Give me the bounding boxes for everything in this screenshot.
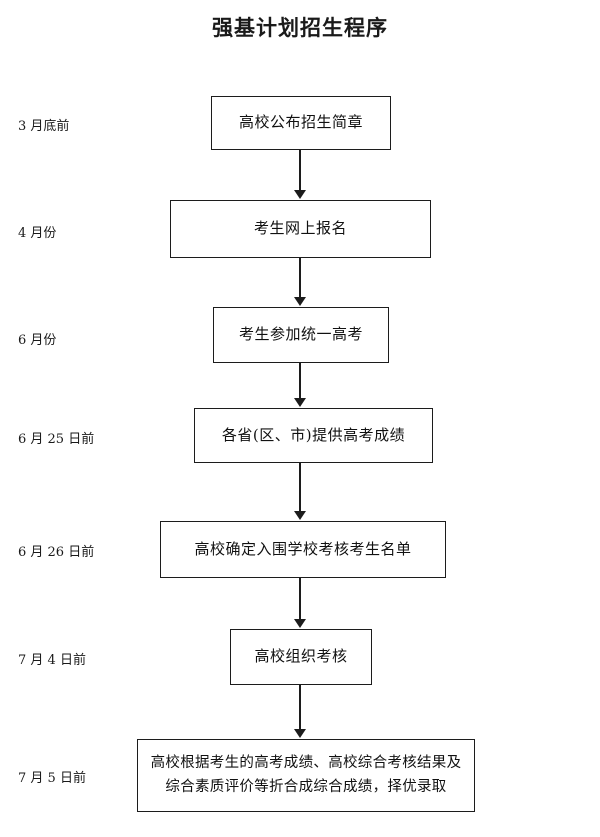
arrow-head bbox=[294, 297, 306, 306]
arrow-shaft bbox=[299, 258, 301, 297]
flow-node: 高校确定入围学校考核考生名单 bbox=[160, 521, 446, 578]
flow-arrow-down-icon bbox=[293, 463, 307, 520]
arrow-shaft bbox=[299, 150, 301, 190]
arrow-head bbox=[294, 190, 306, 199]
stage-time-label: 7 月 5 日前 bbox=[18, 771, 86, 786]
stage-time-label: 6 月 25 日前 bbox=[18, 432, 95, 447]
arrow-shaft bbox=[299, 578, 301, 619]
arrow-head bbox=[294, 511, 306, 520]
stage-time-label: 4 月份 bbox=[18, 226, 57, 241]
arrow-head bbox=[294, 619, 306, 628]
flow-arrow-down-icon bbox=[293, 258, 307, 306]
flow-node: 高校公布招生简章 bbox=[211, 96, 391, 150]
arrow-shaft bbox=[299, 463, 301, 511]
stage-time-label: 7 月 4 日前 bbox=[18, 653, 86, 668]
flow-arrow-down-icon bbox=[293, 150, 307, 199]
arrow-head bbox=[294, 729, 306, 738]
flow-arrow-down-icon bbox=[293, 685, 307, 738]
arrow-shaft bbox=[299, 685, 301, 729]
flow-node: 考生网上报名 bbox=[170, 200, 431, 258]
arrow-head bbox=[294, 398, 306, 407]
arrow-shaft bbox=[299, 363, 301, 398]
flow-node: 高校组织考核 bbox=[230, 629, 372, 685]
page-title: 强基计划招生程序 bbox=[212, 16, 388, 40]
flow-node: 考生参加统一高考 bbox=[213, 307, 389, 363]
flow-arrow-down-icon bbox=[293, 578, 307, 628]
stage-time-label: 6 月份 bbox=[18, 333, 57, 348]
stage-time-label: 3 月底前 bbox=[18, 119, 70, 134]
flow-arrow-down-icon bbox=[293, 363, 307, 407]
flow-node: 高校根据考生的高考成绩、高校综合考核结果及综合素质评价等折合成综合成绩，择优录取 bbox=[137, 739, 475, 812]
flow-node: 各省(区、市)提供高考成绩 bbox=[194, 408, 433, 463]
stage-time-label: 6 月 26 日前 bbox=[18, 545, 95, 560]
